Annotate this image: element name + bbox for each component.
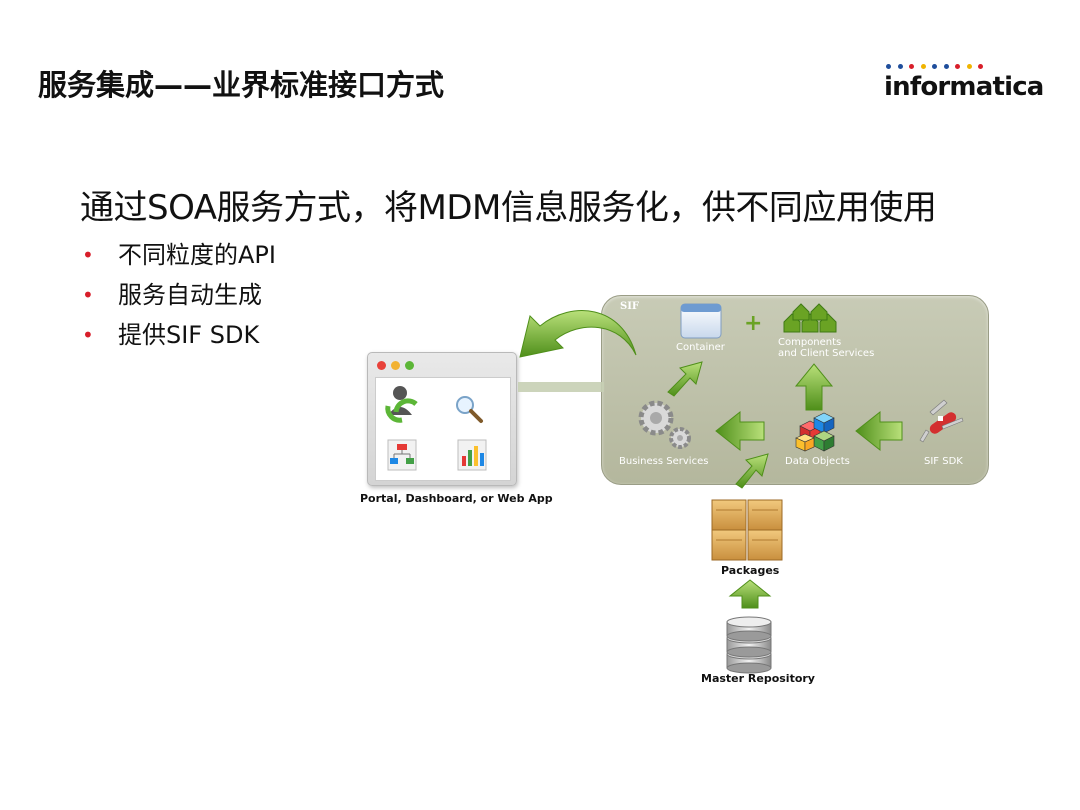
gears-icon: [638, 400, 691, 449]
arrow-to-container: [667, 361, 703, 397]
logo-dot: [966, 64, 972, 69]
magnifier-icon: [456, 396, 483, 423]
logo-text: informatica: [884, 72, 1044, 102]
swiss-knife-icon: [919, 399, 964, 443]
bullet-dot-icon: •: [82, 283, 94, 307]
portal-label: Portal, Dashboard, or Web App: [360, 492, 553, 505]
business-services-label: Business Services: [619, 456, 709, 467]
sif-sdk-label: SIF SDK: [924, 456, 963, 467]
user-sync-icon: [385, 386, 418, 423]
slide-title: 服务集成——业界标准接口方式: [38, 68, 445, 102]
components-label-line1: Components: [778, 337, 842, 348]
bullet-list: • 不同粒度的API • 服务自动生成 • 提供SIF SDK: [80, 238, 276, 358]
logo-dot: [943, 64, 949, 69]
portal-connector-bar: [518, 382, 604, 392]
logo-dot: [909, 64, 914, 69]
database-icon: [726, 616, 772, 674]
components-label: Components and Client Services: [778, 337, 874, 359]
data-objects-icon: [795, 412, 835, 452]
logo-dot: [932, 64, 937, 69]
master-repository-label: Master Repository: [701, 672, 815, 685]
components-label-line2: and Client Services: [778, 348, 875, 359]
headline: 通过SOA服务方式，将MDM信息服务化，供不同应用使用: [80, 188, 937, 228]
logo-dot: [978, 64, 983, 69]
packages-label: Packages: [721, 564, 780, 577]
bullet-item: • 提供SIF SDK: [80, 318, 276, 358]
plus-icon: +: [744, 311, 762, 336]
bar-chart-icon: [457, 439, 487, 471]
window-minimize-icon: [391, 361, 400, 370]
logo-dot: [886, 64, 891, 69]
window-zoom-icon: [405, 361, 414, 370]
sif-panel-label: SIF: [620, 301, 639, 312]
arrow-from-packages: [735, 453, 769, 489]
bullet-dot-icon: •: [82, 323, 94, 347]
arrow-from-repository: [728, 579, 772, 609]
components-icon: [783, 303, 837, 333]
logo-dots: [886, 64, 1034, 69]
curved-arrow-to-portal: [519, 310, 637, 358]
window-close-icon: [377, 361, 386, 370]
container-icon: [680, 303, 722, 339]
container-label: Container: [676, 342, 725, 353]
arrow-to-components: [794, 363, 834, 411]
bullet-dot-icon: •: [82, 243, 94, 267]
bullet-text: 不同粒度的API: [118, 241, 276, 269]
data-objects-label: Data Objects: [785, 456, 850, 467]
bullet-item: • 服务自动生成: [80, 278, 276, 318]
logo-dot: [920, 64, 926, 69]
informatica-logo: informatica: [884, 64, 1044, 114]
logo-dot: [955, 64, 960, 69]
org-chart-icon: [387, 439, 417, 471]
bullet-text: 服务自动生成: [118, 281, 262, 309]
logo-dot: [897, 64, 903, 69]
packages-icon: [711, 499, 783, 561]
arrow-from-sdk: [855, 410, 903, 452]
bullet-item: • 不同粒度的API: [80, 238, 276, 278]
arrow-to-business-services: [715, 410, 765, 452]
bullet-text: 提供SIF SDK: [118, 321, 260, 349]
